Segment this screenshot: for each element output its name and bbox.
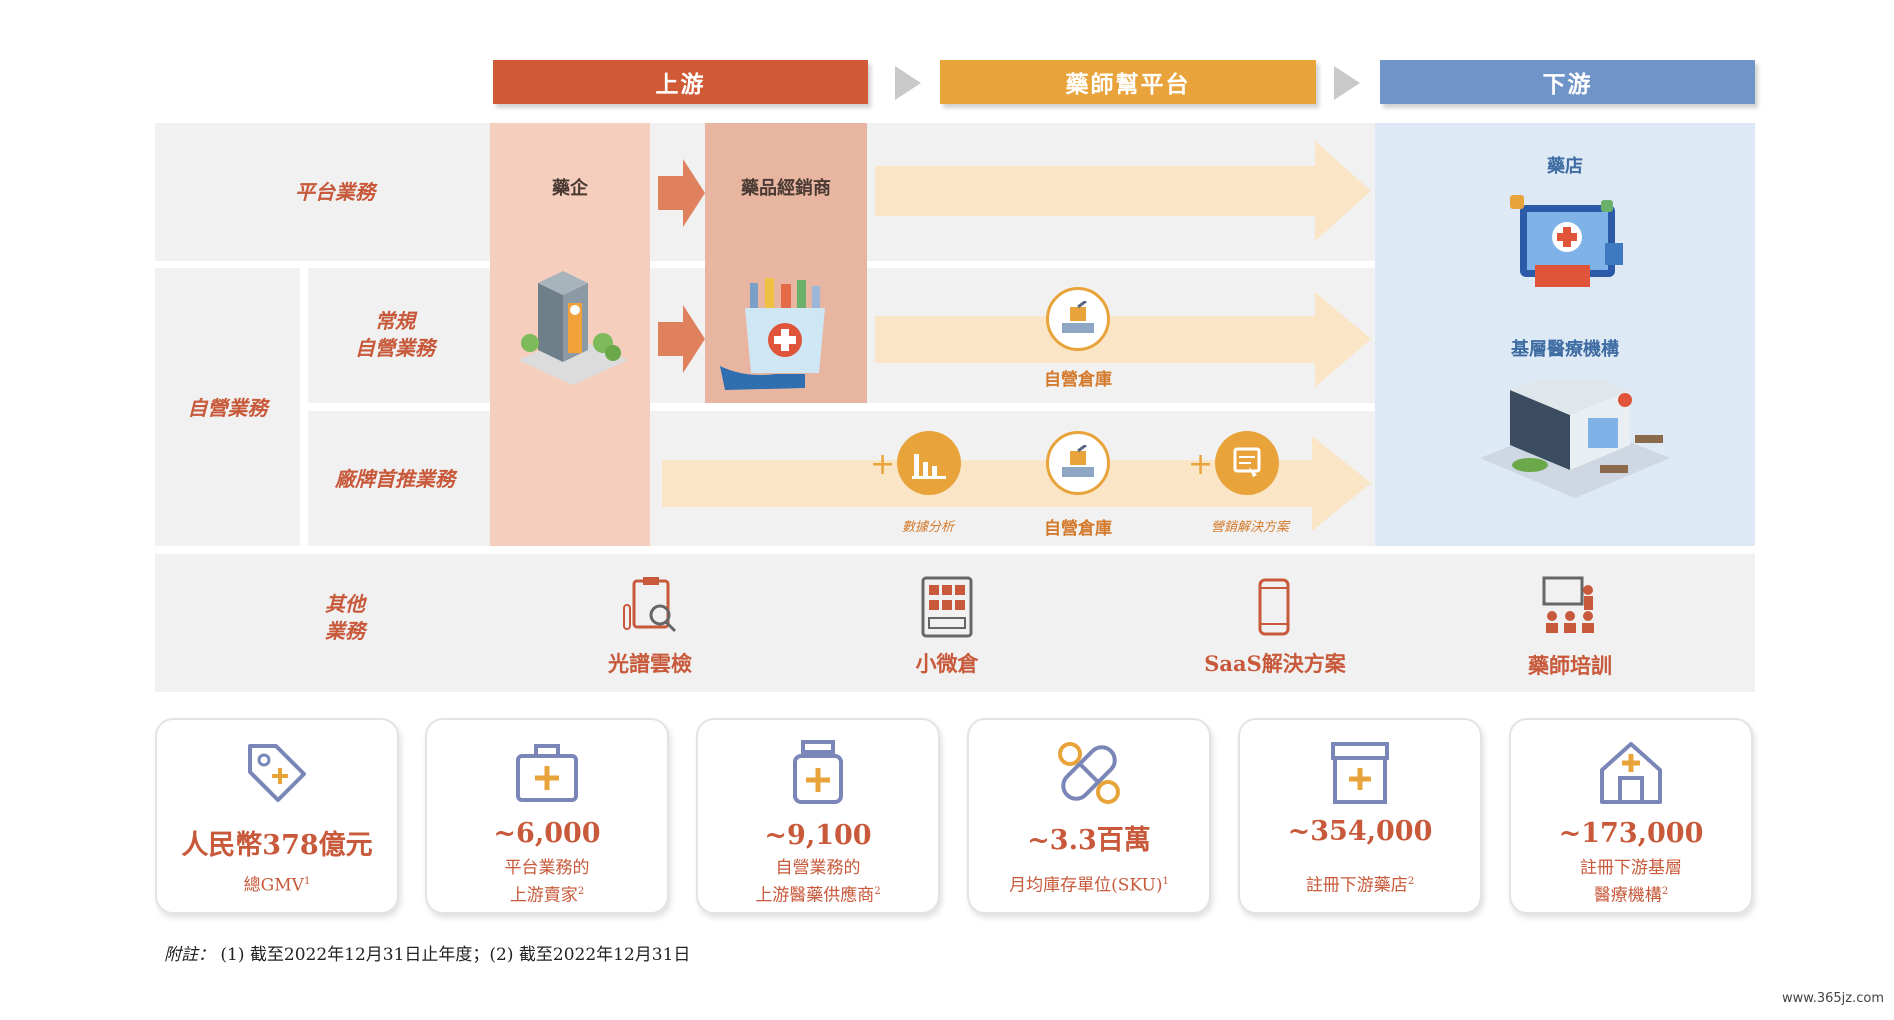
flow-arrow-brand xyxy=(662,436,1371,531)
metric-value-gmv: 人民幣378億元 xyxy=(181,830,373,861)
row-label-self: 自營業務 xyxy=(187,396,268,420)
metric-card-pharmacies: ~354,000 註冊下游藥店2 xyxy=(1238,718,1482,914)
other-item-label-1: 光譜雲檢 xyxy=(608,651,692,676)
data-analysis-icon[interactable] xyxy=(897,431,961,495)
metric-label-sku: 月均庫存單位(SKU)1 xyxy=(1009,875,1169,896)
metric-value-clinics: ~173,000 xyxy=(1558,818,1704,849)
clinic-icon xyxy=(1600,742,1662,804)
footnote-text: (1) 截至2022年12月31日止年度；(2) 截至2022年12月31日 xyxy=(220,945,691,965)
warehouse-robot-icon-2[interactable] xyxy=(1046,431,1110,495)
medicine-bottle-icon xyxy=(793,740,843,804)
other-item-label-4: 藥師培訓 xyxy=(1528,653,1612,678)
arrow-pharma-distributor-2-head xyxy=(683,305,705,373)
other-item-label-2: 小微倉 xyxy=(915,651,979,676)
warehouse-caption-2: 自營倉庫 xyxy=(1044,519,1112,539)
footnote: 附註： (1) 截至2022年12月31日止年度；(2) 截至2022年12月3… xyxy=(164,940,690,965)
warehouse-caption-1: 自營倉庫 xyxy=(1044,370,1112,390)
footnote-prefix: 附註： xyxy=(164,945,215,965)
metric-card-upstream-suppliers: ~9,100 自營業務的 上游醫藥供應商2 xyxy=(696,718,940,914)
watermark: www.365jz.com xyxy=(1782,991,1884,1006)
metric-card-clinics: ~173,000 註冊下游基層 醫療機構2 xyxy=(1509,718,1753,914)
pharmacy-title: 藥店 xyxy=(1547,156,1583,177)
arrow-pharma-distributor-1-head xyxy=(683,159,705,227)
pharma-company-title: 藥企 xyxy=(552,178,588,199)
price-tag-icon xyxy=(248,744,306,802)
stage-platform-header: 藥師幫平台 xyxy=(940,60,1316,104)
arrow-pharma-distributor-2 xyxy=(658,322,683,356)
row-label-other: 其他 業務 xyxy=(325,592,365,643)
arrow-pharma-distributor-1 xyxy=(658,176,683,210)
medicine-bag-icon xyxy=(720,278,825,390)
stage-upstream-header: 上游 xyxy=(493,60,868,104)
store-icon xyxy=(1331,742,1389,804)
training-icon xyxy=(1542,576,1594,633)
row-self-outer-panel xyxy=(155,268,300,546)
data-analysis-caption: 數據分析 xyxy=(901,520,954,535)
flow-arrow-platform xyxy=(875,141,1371,241)
warehouse-robot-icon-1[interactable] xyxy=(1046,287,1110,351)
stage-chevron-2 xyxy=(1334,66,1360,100)
other-item-label-3: SaaS解決方案 xyxy=(1204,651,1346,676)
metric-value-upstream-sellers: ~6,000 xyxy=(493,818,601,849)
primary-care-title: 基層醫療機構 xyxy=(1511,339,1619,360)
lab-report-icon xyxy=(623,577,677,633)
row-label-platform: 平台業務 xyxy=(295,180,375,204)
medical-kit-icon xyxy=(516,744,578,802)
metric-label-pharmacies: 註冊下游藥店2 xyxy=(1305,875,1415,896)
plus-icon-2: + xyxy=(1188,447,1214,482)
pill-icon xyxy=(1058,742,1120,804)
metric-card-upstream-sellers: ~6,000 平台業務的 上游賣家2 xyxy=(425,718,669,914)
marketing-solution-icon[interactable] xyxy=(1215,431,1279,495)
stage-downstream-header: 下游 xyxy=(1380,60,1755,104)
metric-value-sku: ~3.3百萬 xyxy=(1027,825,1151,856)
marketing-solution-caption: 營銷解決方案 xyxy=(1210,520,1289,535)
flow-arrow-regular xyxy=(875,292,1371,387)
pharma-building-icon xyxy=(518,271,628,385)
metric-value-pharmacies: ~354,000 xyxy=(1287,816,1433,847)
smartphone-icon xyxy=(1258,578,1290,636)
metric-label-upstream-suppliers: 自營業務的 上游醫藥供應商2 xyxy=(755,858,881,906)
metric-label-upstream-sellers: 平台業務的 上游賣家2 xyxy=(504,858,590,906)
row-label-brand: 廠牌首推業務 xyxy=(335,467,455,491)
metric-value-upstream-suppliers: ~9,100 xyxy=(764,820,872,851)
metric-card-gmv: 人民幣378億元 總GMV1 xyxy=(155,718,399,914)
metric-card-sku: ~3.3百萬 月均庫存單位(SKU)1 xyxy=(967,718,1211,914)
stage-chevron-1 xyxy=(895,66,921,100)
pharmacy-illustration-icon xyxy=(1510,195,1623,287)
metric-label-clinics: 註冊下游基層 醫療機構2 xyxy=(1580,858,1682,906)
plus-icon-1: + xyxy=(870,447,896,482)
row-label-regular: 常規 自營業務 xyxy=(355,309,435,360)
metric-label-gmv: 總GMV1 xyxy=(243,875,311,896)
clinic-illustration-icon xyxy=(1480,380,1670,498)
vending-cabinet-icon xyxy=(921,576,973,638)
distributor-title: 藥品經銷商 xyxy=(741,178,831,199)
